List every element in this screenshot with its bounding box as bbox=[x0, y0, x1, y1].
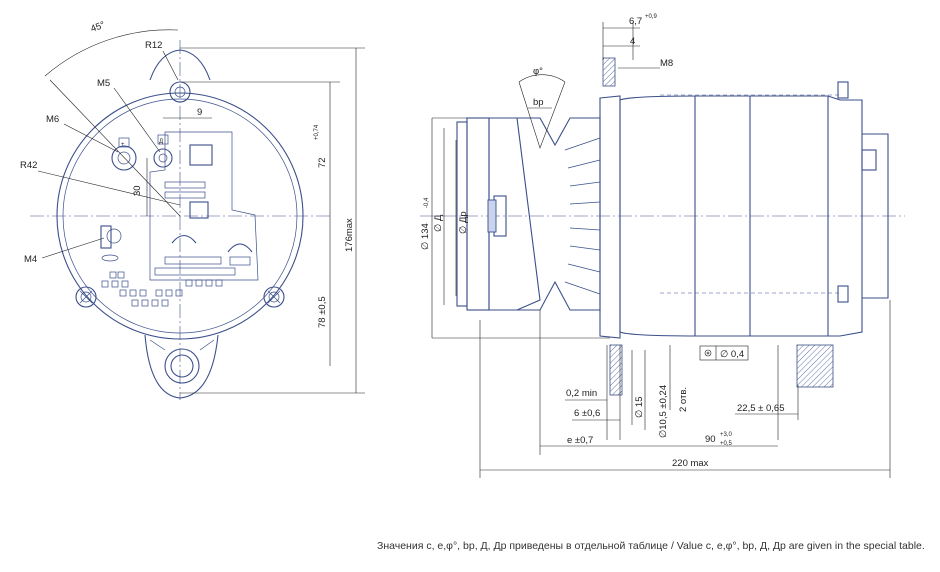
dia-dp-label: ∅ Др bbox=[458, 211, 469, 234]
bp-label: bp bbox=[533, 97, 544, 108]
dim-e-label: e ±0,7 bbox=[567, 435, 593, 446]
m4-label: M4 bbox=[24, 254, 37, 265]
m5-terminal bbox=[153, 148, 173, 168]
bottom-mount-lug bbox=[144, 334, 219, 399]
holes-label: 2 отв. bbox=[678, 387, 689, 412]
dim-6-7-tolerance: +0,9 bbox=[645, 14, 658, 20]
m8-label: M8 bbox=[660, 58, 673, 69]
rear-lug bbox=[796, 344, 834, 388]
top-flange bbox=[602, 57, 616, 87]
bottom-flange bbox=[609, 344, 623, 396]
dim-6-7-label: 6,7 bbox=[629, 16, 642, 27]
m4-connector bbox=[100, 225, 112, 249]
top-mount-lug bbox=[149, 49, 211, 81]
dim-30-label: 30 bbox=[132, 185, 143, 196]
dim-72-label: 72 bbox=[317, 157, 328, 168]
r42-label: R42 bbox=[20, 160, 37, 171]
dim-90-tolerance-low: +0,5 bbox=[720, 441, 733, 447]
dim-22-5-label: 22,5 ± 0,65 bbox=[737, 403, 784, 414]
front-view: + Д 45° R12 bbox=[20, 20, 365, 400]
dim-220-label: 220 max bbox=[672, 458, 709, 469]
dim-4-label: 4 bbox=[630, 36, 635, 47]
d-terminal-mark: Д bbox=[159, 139, 163, 145]
r12-label: R12 bbox=[145, 40, 162, 51]
dia-d-label: ∅ Д bbox=[433, 214, 444, 232]
dia-134-tolerance: -0,4 bbox=[424, 197, 430, 208]
runout-frame bbox=[699, 345, 749, 361]
dim-78-label: 78 ±0,5 bbox=[317, 296, 328, 328]
dia-10-5-label: ∅10,5 ±0,24 bbox=[658, 385, 669, 438]
front-cover bbox=[599, 95, 621, 339]
dim-176-label: 176max bbox=[344, 218, 355, 252]
side-view: φ° bp ∅ 134 -0, bbox=[420, 14, 905, 478]
dia-134-label: ∅ 134 bbox=[420, 223, 431, 250]
angle-arc bbox=[44, 29, 179, 77]
phi-label: φ° bbox=[533, 66, 543, 77]
plus-terminal-mark: + bbox=[121, 142, 125, 148]
m6-terminal bbox=[111, 145, 137, 171]
stator-body bbox=[619, 95, 863, 337]
dim-90-label: 90 bbox=[705, 434, 716, 445]
dim-0-2-label: 0,2 min bbox=[566, 388, 597, 399]
dim-9-label: 9 bbox=[197, 107, 202, 118]
dim-90-tolerance-up: +3,0 bbox=[720, 432, 733, 438]
angle-45-label: 45° bbox=[89, 20, 106, 35]
m6-label: M6 bbox=[46, 114, 59, 125]
footnote: Значения c, e,φ°, bp, Д, Др приведены в … bbox=[377, 540, 925, 552]
regulator-plate bbox=[149, 131, 259, 281]
dim-72-tolerance: +0,74 bbox=[314, 124, 320, 140]
m5-label: M5 bbox=[97, 78, 110, 89]
housing-outline bbox=[56, 92, 304, 340]
dim-6-label: 6 ±0,6 bbox=[574, 408, 600, 419]
runout-label: ∅ 0,4 bbox=[720, 349, 744, 360]
dia-15-label: ∅ 15 bbox=[634, 397, 645, 418]
